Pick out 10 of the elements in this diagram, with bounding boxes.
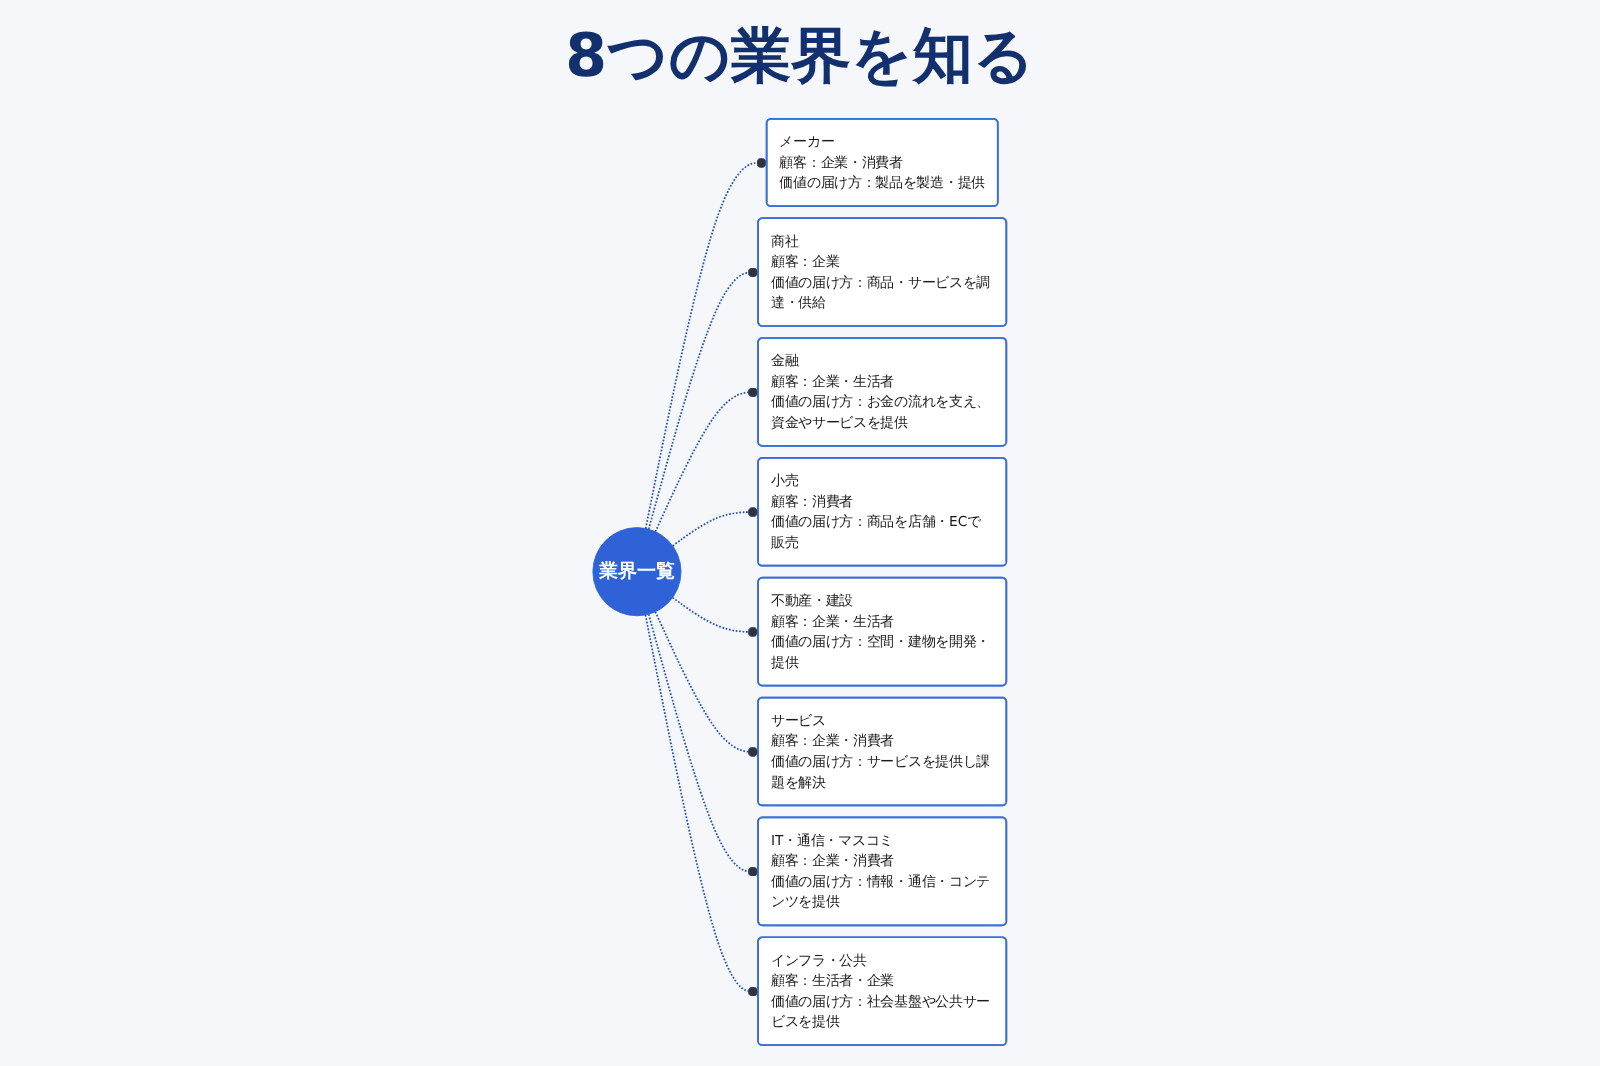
- connector: [654, 609, 760, 757]
- connector: [672, 595, 760, 637]
- connector: [648, 266, 760, 530]
- connector: [648, 612, 760, 876]
- diagram-title: 8つの業界を知る: [565, 20, 1035, 96]
- connector: [645, 613, 760, 996]
- connector: [654, 386, 760, 532]
- connector: [645, 156, 769, 529]
- connector: [672, 505, 760, 546]
- node-circle: 業界一覧: [592, 526, 682, 616]
